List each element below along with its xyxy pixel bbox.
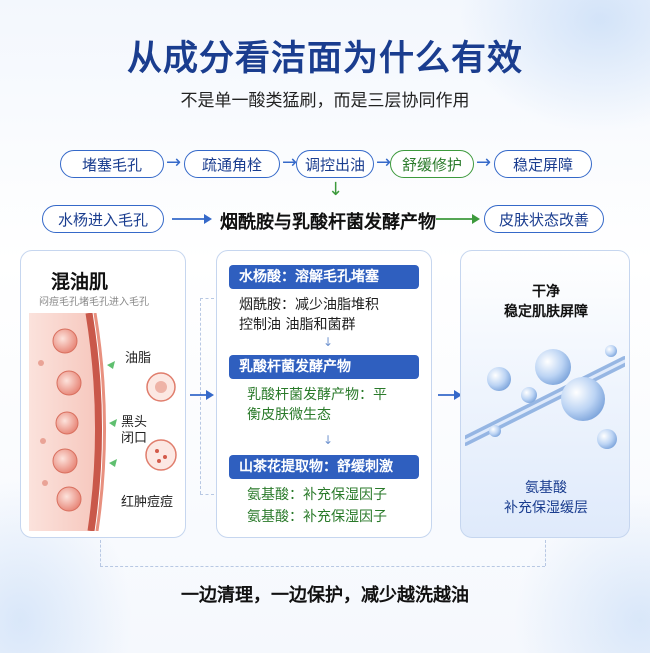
result-bottom-line: 补充保湿缓层 [504, 500, 588, 516]
page-subtitle: 不是单一酸类猛刷，而是三层协同作用 [180, 91, 470, 111]
arrow-right-icon: → [476, 152, 492, 173]
connector-line [200, 494, 214, 495]
skin-pore-illustration [29, 313, 177, 531]
arrow-down-icon: ↓ [323, 433, 334, 447]
flow-skin-improve: 皮肤状态改善 [484, 205, 604, 233]
card-result: 干净 稳定肌肤屏障 氨基酸 补充保湿缓层 [460, 250, 630, 538]
result-bottom-line: 氨基酸 [525, 480, 567, 496]
flow-salicylic-enter: 水杨进入毛孔 [42, 205, 164, 233]
section-line: 烟酰胺：减少油脂堆积 [239, 297, 379, 313]
flow-step-unclog: 疏通角栓 [184, 150, 280, 178]
section-line: 氨基酸：补充保湿因子 [247, 509, 387, 525]
result-title-line: 干净 [532, 284, 560, 300]
section-header-camellia: 山茶花提取物：舒缓刺激 [229, 455, 419, 479]
connector-line [200, 298, 214, 299]
footer-summary: 一边清理，一边保护，减少越洗越油 [181, 585, 469, 606]
label-blackhead: 黑头 [121, 415, 148, 430]
arrow-right-icon [436, 214, 480, 224]
section-line: 乳酸杆菌发酵产物：平 [247, 387, 387, 403]
arrow-right-icon: → [376, 152, 392, 173]
card-title: 混油肌 [51, 271, 109, 293]
result-title-line: 稳定肌肤屏障 [504, 304, 588, 320]
arrow-down-icon: ↓ [323, 335, 334, 349]
label-closed-comedone: 闭口 [121, 431, 148, 446]
card-subtitle: 闷痘毛孔堵毛孔进入毛孔 [39, 297, 149, 308]
arrow-right-icon: → [166, 152, 182, 173]
flow-step-soothe: 舒缓修护 [390, 150, 474, 178]
label-acne: 红肿痘痘 [121, 495, 174, 510]
flow-step-barrier: 稳定屏障 [494, 150, 592, 178]
label-oil: 油脂 [125, 351, 152, 366]
connector-line [100, 540, 101, 566]
arrow-right-icon [438, 390, 462, 400]
section-line: 衡皮肤微生态 [247, 407, 331, 423]
arrow-right-icon [172, 214, 212, 224]
section-line: 控制油 油脂和菌群 [239, 317, 356, 333]
card-ingredients: 水杨酸：溶解毛孔堵塞 烟酰胺：减少油脂堆积 控制油 油脂和菌群 ↓ 乳酸杆菌发酵… [216, 250, 432, 538]
flow-step-clogged-pores: 堵塞毛孔 [60, 150, 164, 178]
section-header-salicylic: 水杨酸：溶解毛孔堵塞 [229, 265, 419, 289]
molecule-illustration [465, 345, 625, 449]
flow-niacinamide-ferment: 烟酰胺与乳酸杆菌发酵产物 [220, 212, 436, 233]
flow-step-oil-control: 调控出油 [296, 150, 374, 178]
connector-line [200, 298, 201, 494]
page-title: 从成分看洁面为什么有效 [126, 39, 523, 79]
card-combination-skin: 混油肌 闷痘毛孔堵毛孔进入毛孔 [20, 250, 186, 538]
section-header-ferment: 乳酸杆菌发酵产物 [229, 355, 419, 379]
arrow-right-icon [190, 390, 214, 400]
arrow-right-icon: → [282, 152, 298, 173]
arrow-down-icon: ↓ [328, 179, 344, 200]
connector-line [100, 566, 545, 567]
connector-line [545, 540, 546, 566]
section-line: 氨基酸：补充保湿因子 [247, 487, 387, 503]
